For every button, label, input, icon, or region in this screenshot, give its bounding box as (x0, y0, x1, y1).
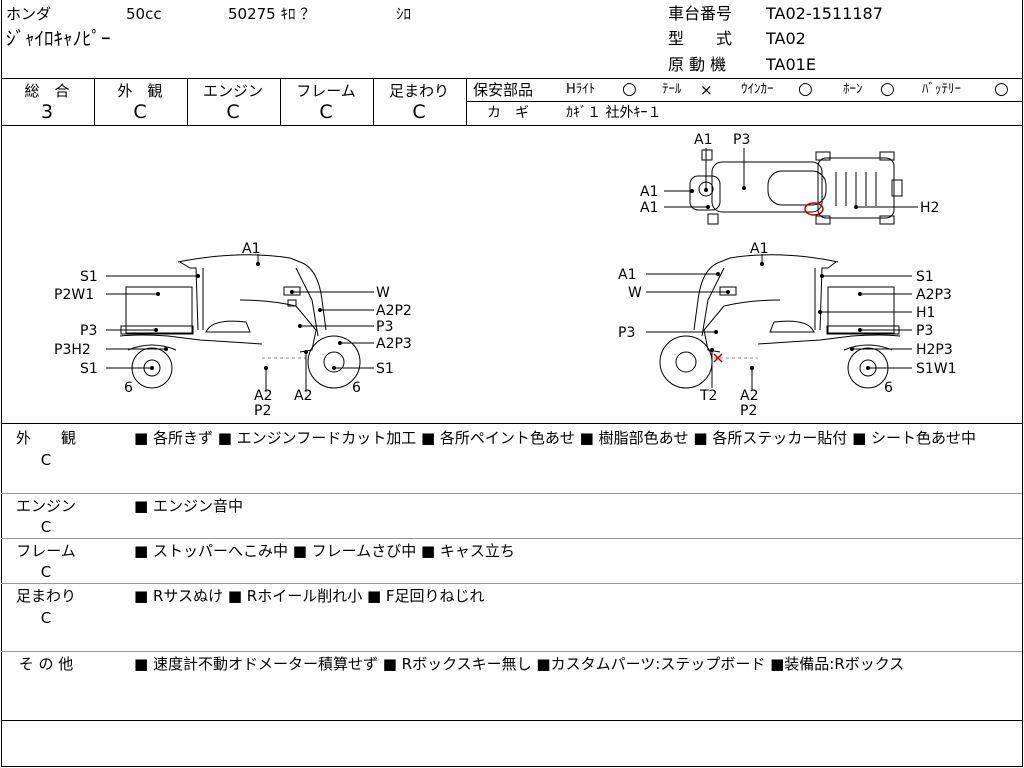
battery-label: ﾊﾞｯﾃﾘｰ (922, 82, 961, 97)
diag-label: S1 (80, 361, 98, 377)
diag-label: A2 (740, 388, 758, 404)
diag-label: W (628, 285, 642, 301)
engine-cc: 50cc (126, 5, 162, 23)
horn-label: ﾎｰﾝ (843, 82, 863, 97)
frame-number-label: 車台番号 (668, 4, 733, 23)
diag-label: 6 (352, 380, 361, 396)
frame-section-grade: C (40, 563, 52, 581)
diag-label: P2 (740, 403, 757, 419)
diag-label: P3 (733, 132, 750, 148)
diag-label: A1 (618, 267, 636, 283)
diag-label: P3 (618, 325, 635, 341)
suspension-section-grade: C (40, 609, 52, 627)
right-side-vehicle-icon (659, 254, 901, 389)
diag-label: A1 (750, 241, 768, 257)
key-label: カ ギ (487, 105, 529, 121)
exterior-section-label: 外 観 (15, 429, 76, 447)
key-value: ｶｷﾞ１ 社外ｷｰ１ (566, 105, 662, 121)
engine-section-grade: C (40, 518, 52, 536)
engine-model-label: 原 動 機 (668, 55, 727, 74)
headlight-mark: ○ (622, 79, 637, 99)
suspension-notes: ■ Rサスぬけ ■ Rホイール削れ小 ■ F足回りねじれ (134, 587, 485, 605)
diag-label: P3 (376, 319, 393, 335)
diag-label: P3H2 (54, 342, 91, 358)
horn-mark: ○ (880, 79, 895, 99)
headlight-label: Hﾗｲﾄ (566, 82, 596, 97)
diag-label: P3 (80, 323, 97, 339)
top-view-leaders (664, 148, 918, 209)
safety-parts-label: 保安部品 (473, 81, 534, 99)
diag-label: H1 (916, 305, 935, 321)
diag-label: A1 (242, 241, 260, 257)
suspension-grade-label: 足まわり (388, 82, 449, 100)
frame-number-value: TA02-1511187 (766, 4, 883, 23)
winker-label: ｳｲﾝｶｰ (741, 82, 774, 97)
model-type-value: TA02 (766, 29, 806, 48)
engine-notes: ■ エンジン音中 (134, 497, 243, 515)
diag-label: H2 (920, 200, 939, 216)
engine-section-label: エンジン (15, 497, 76, 515)
exterior-grade-value: C (133, 101, 147, 123)
color: ｼﾛ (396, 5, 412, 23)
exterior-section-grade: C (40, 451, 52, 469)
diag-label: W (376, 285, 390, 301)
engine-model-value: TA01E (766, 55, 816, 74)
model-name: ｼﾞｬｲﾛｷｬﾉﾋﾟｰ (6, 28, 111, 50)
diag-label: P2W1 (54, 287, 94, 303)
frame-grade-value: C (319, 101, 333, 123)
diag-label: S1 (916, 269, 934, 285)
top-view-vehicle-icon (689, 149, 903, 225)
other-section-label: そ の 他 (18, 655, 74, 673)
damage-diagram: A1 P3 A1 A1 H2 A1 S1 P2W1 P3 P3H2 S1 6 A… (54, 132, 957, 419)
diag-label: H2P3 (916, 342, 953, 358)
tail-label: ﾃｰﾙ (662, 82, 682, 97)
diag-label: S1W1 (916, 361, 957, 377)
suspension-grade-value: C (412, 101, 426, 123)
overall-grade-value: 3 (40, 101, 54, 123)
diag-label: A2P3 (376, 336, 412, 352)
engine-grade-value: C (226, 101, 240, 123)
exterior-grade-label: 外 観 (117, 82, 163, 100)
other-notes: ■ 速度計不動オドメーター積算せず ■ Rボックスキー無し ■カスタムパーツ:ス… (134, 655, 905, 673)
frame-section-label: フレーム (16, 542, 76, 560)
diag-label: S1 (80, 269, 98, 285)
right-side-leaders (646, 254, 912, 390)
suspension-section-label: 足まわり (15, 587, 76, 605)
diag-label: T2 (699, 388, 717, 404)
left-side-vehicle-icon (119, 254, 361, 389)
tail-mark: × (700, 81, 713, 99)
engine-grade-label: エンジン (202, 82, 263, 100)
winker-mark: ○ (798, 79, 813, 99)
exterior-notes: ■ 各所きず ■ エンジンフードカット加工 ■ 各所ペイント色あせ ■ 樹脂部色… (134, 429, 977, 447)
diag-label: P3 (916, 323, 933, 339)
diag-label: A2 (294, 388, 312, 404)
diag-label: A1 (640, 200, 658, 216)
model-type-label: 型 式 (668, 29, 733, 48)
overall-grade-label: 総 合 (24, 82, 70, 100)
diag-label: A2 (254, 388, 272, 404)
diag-label: A2P2 (376, 303, 412, 319)
diag-label: A1 (640, 184, 658, 200)
diag-label: S1 (376, 361, 394, 377)
maker-name: ホンダ (6, 5, 52, 23)
mileage: 50275 ｷﾛ ？ (228, 5, 316, 23)
diag-label: P2 (254, 403, 271, 419)
frame-grade-label: フレーム (296, 82, 356, 100)
frame-notes: ■ ストッパーへこみ中 ■ フレームさび中 ■ キャス立ち (134, 542, 515, 560)
battery-mark: ○ (994, 79, 1009, 99)
diag-label: 6 (124, 380, 133, 396)
left-side-leaders (106, 254, 374, 392)
diag-label: A2P3 (916, 287, 952, 303)
diag-label: A1 (694, 132, 712, 148)
diag-label: 6 (884, 380, 893, 396)
